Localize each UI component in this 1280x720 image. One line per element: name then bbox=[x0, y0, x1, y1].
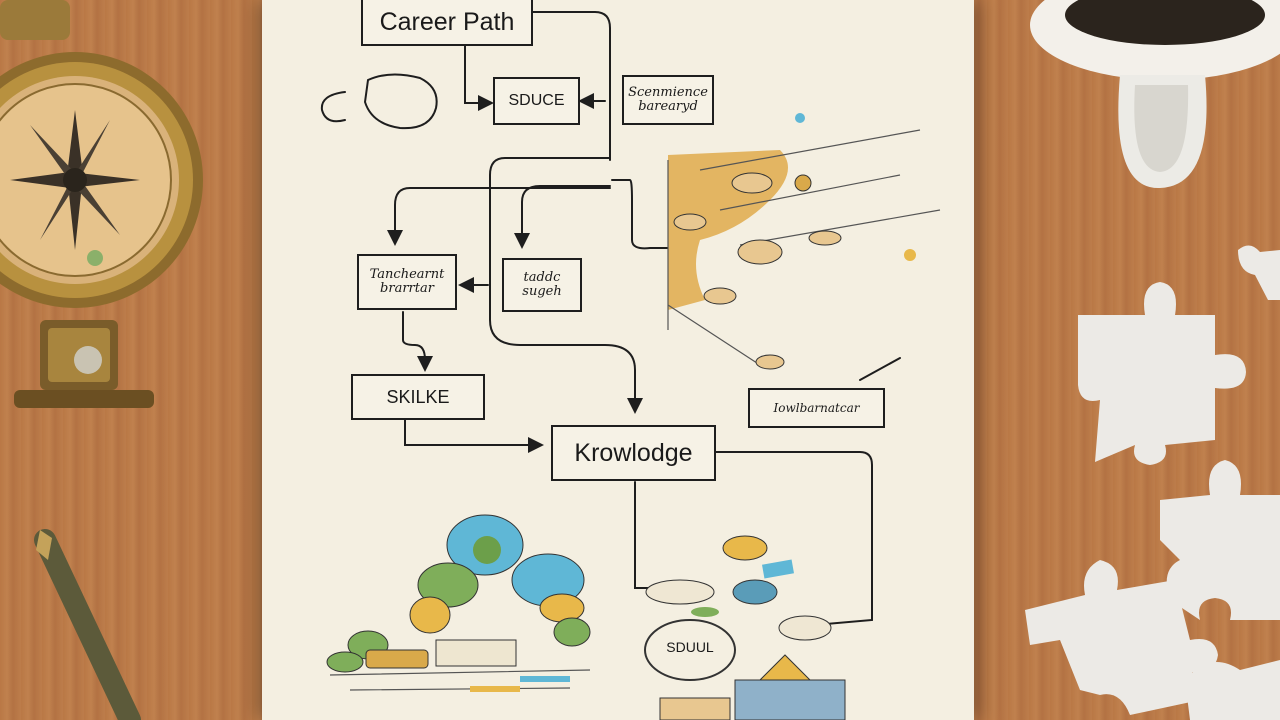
connector-knowledge-right bbox=[714, 451, 873, 629]
trees-illustration bbox=[326, 514, 591, 692]
node-right-small: Iowlbarnatcar bbox=[748, 388, 885, 428]
connector-knowledge-down bbox=[634, 481, 661, 589]
node-skill: SKILKE bbox=[351, 374, 485, 420]
pencil-stroke bbox=[859, 357, 901, 381]
compass-icon bbox=[0, 0, 203, 408]
bottom-right-sketches bbox=[644, 535, 846, 720]
coffee-cup-icon bbox=[1030, 0, 1280, 189]
node-mid: taddc sugeh bbox=[502, 258, 582, 312]
bubble-label: SDUUL bbox=[666, 638, 714, 655]
connector-map bbox=[611, 179, 669, 250]
puzzle-pieces-icon bbox=[1025, 245, 1280, 720]
cloud-doodle bbox=[320, 73, 438, 130]
connector-title-down bbox=[529, 11, 611, 161]
node-scanned: Scenmience barearyd bbox=[622, 75, 714, 125]
paper-sheet bbox=[262, 0, 974, 720]
connector-skill-knowledge bbox=[404, 419, 544, 453]
connector-left bbox=[387, 187, 611, 246]
diagram-title: Career Path bbox=[361, 0, 533, 46]
connector-mid bbox=[514, 185, 611, 249]
pen-icon bbox=[34, 529, 141, 720]
node-source: SDUCE bbox=[493, 77, 580, 125]
map-illustration bbox=[667, 113, 941, 370]
connector-center-knowledge bbox=[489, 157, 643, 414]
node-knowledge: Krowlodge bbox=[551, 425, 716, 481]
node-left-mid: Tanchearnt brarrtar bbox=[357, 254, 457, 310]
connector-title-source bbox=[464, 44, 494, 111]
connector-left-skill bbox=[402, 311, 433, 372]
